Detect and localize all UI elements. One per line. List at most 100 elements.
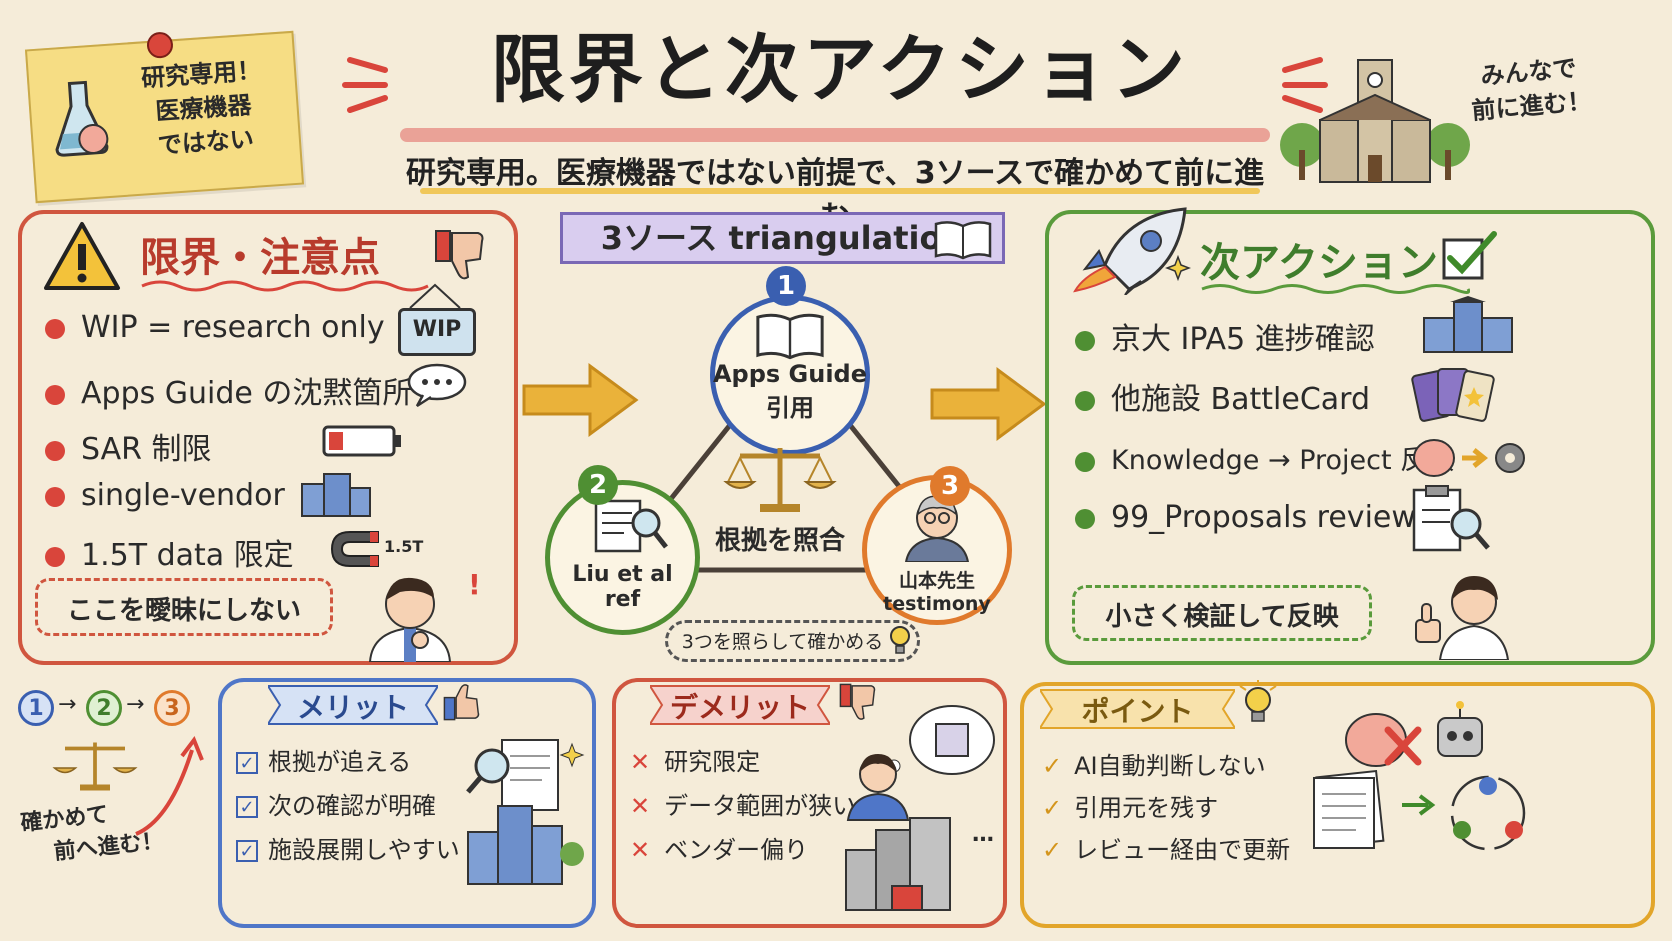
arrow-right-icon bbox=[1402, 794, 1436, 816]
low-battery-icon bbox=[322, 425, 401, 457]
pushpin-icon bbox=[146, 31, 174, 60]
demerit-item: ✕データ範囲が狭い bbox=[630, 786, 856, 821]
source-3-badge: 3 bbox=[930, 466, 970, 506]
merit-item: ✓ 施設展開しやすい bbox=[236, 830, 460, 865]
step-2-badge: 2 bbox=[86, 690, 122, 726]
title-underline bbox=[400, 128, 1270, 142]
document-magnifier-icon bbox=[594, 499, 668, 553]
limits-title: 限界・注意点 bbox=[140, 235, 380, 281]
next-action-item: 他施設 BattleCard bbox=[1075, 374, 1370, 418]
limits-panel bbox=[18, 210, 518, 665]
point-item-label: AI自動判断しない bbox=[1074, 752, 1266, 780]
check-icon: ✓ bbox=[1042, 794, 1063, 822]
research-only-sticky-note: 研究専用！ 医療機器 ではない bbox=[24, 30, 305, 204]
merit-panel bbox=[218, 678, 596, 928]
limit-item-label: 1.5T data 限定 bbox=[81, 538, 294, 573]
source-3-line-2: testimony bbox=[883, 593, 991, 615]
limit-item: WIP = research only bbox=[45, 310, 385, 345]
demerit-item-label: ベンダー偏り bbox=[664, 836, 809, 864]
open-book-icon bbox=[934, 221, 992, 260]
lightbulb-icon bbox=[1239, 680, 1277, 722]
check-icon: ✓ bbox=[1042, 836, 1063, 864]
worried-person-buildings-icon bbox=[845, 705, 995, 911]
magnet-icon bbox=[330, 531, 379, 567]
step-arrow-icon: → bbox=[126, 692, 145, 717]
merit-item-label: 根拠が追える bbox=[268, 748, 412, 776]
demerit-banner bbox=[650, 685, 830, 725]
battle-cards-icon bbox=[1411, 368, 1495, 422]
point-panel bbox=[1020, 682, 1655, 928]
university-building-icon bbox=[1280, 59, 1470, 183]
merit-item: ✓ 根拠が追える bbox=[236, 742, 411, 777]
thumbs-down-icon bbox=[435, 230, 484, 280]
merit-item-label: 施設展開しやすい bbox=[268, 836, 460, 864]
check-icon: ✓ bbox=[236, 840, 258, 862]
cross-icon: ✕ bbox=[630, 748, 651, 776]
subtitle-underline bbox=[420, 188, 1260, 194]
sparkle-icon bbox=[1165, 255, 1191, 281]
rocket-icon bbox=[1073, 207, 1187, 295]
thumbs-down-icon bbox=[839, 683, 876, 720]
point-item: ✓レビュー経由で更新 bbox=[1042, 830, 1290, 865]
merit-item: ✓ 次の確認が明確 bbox=[236, 786, 436, 821]
merit-item-label: 次の確認が明確 bbox=[268, 792, 436, 820]
steps-row: 1 → 2 → 3 bbox=[18, 690, 218, 730]
limit-item: SAR 制限 bbox=[45, 424, 212, 468]
magnet-label: 1.5T bbox=[384, 537, 424, 556]
source-2-label: Liu et al ref bbox=[545, 562, 700, 612]
next-action-label: 他施設 BattleCard bbox=[1111, 382, 1370, 417]
check-icon: ✓ bbox=[236, 796, 258, 818]
brain-to-gear-icon bbox=[1413, 439, 1525, 477]
next-actions-title: 次アクション bbox=[1200, 240, 1438, 286]
source-1-line-1: Apps Guide bbox=[712, 360, 868, 388]
limits-footer-box bbox=[35, 578, 333, 636]
triangulation-ribbon: 3ソース triangulation bbox=[560, 212, 1005, 264]
steps-caption: 確かめて 前へ進む！ bbox=[19, 792, 185, 872]
next-action-label: Knowledge → Project 反映 bbox=[1111, 445, 1455, 476]
merit-title: メリット bbox=[296, 691, 409, 724]
source-3-line-1: 山本先生 bbox=[898, 570, 975, 592]
limits-title-underline bbox=[141, 280, 429, 292]
source-1-badge: 1 bbox=[766, 266, 806, 306]
point-item-label: 引用元を残す bbox=[1074, 794, 1219, 822]
checkbox-checked-icon bbox=[1442, 231, 1497, 280]
check-icon: ✓ bbox=[236, 752, 258, 774]
next-action-item: 99_Proposals review bbox=[1075, 500, 1416, 535]
forward-curve-arrow-icon bbox=[135, 735, 204, 836]
demerit-panel bbox=[612, 678, 1007, 928]
title-sparkle-right-icon bbox=[1282, 57, 1328, 113]
subtitle: 研究専用。医療機器ではない前提で、3ソースで確かめて前に進む bbox=[405, 156, 1265, 235]
point-item: ✓AI自動判断しない bbox=[1042, 746, 1266, 781]
source-1-line-2: 引用 bbox=[766, 394, 814, 422]
triangulation-footer: 3つを照らして確かめる bbox=[681, 631, 884, 653]
next-title-underline bbox=[1201, 284, 1470, 294]
lightbulb-icon bbox=[890, 626, 910, 654]
step-arrow-icon: → bbox=[58, 692, 77, 717]
documents-city-icon bbox=[466, 739, 585, 885]
balance-scale-icon bbox=[723, 448, 837, 512]
page-title: 限界と次アクション bbox=[490, 27, 1190, 113]
speech-bubble-icon bbox=[407, 363, 467, 408]
merit-banner bbox=[268, 685, 438, 725]
limit-item-label: Apps Guide の沈黙箇所 bbox=[81, 376, 413, 411]
limit-item-label: WIP = research only bbox=[81, 310, 385, 345]
demerit-item: ✕ 研究限定 bbox=[630, 742, 760, 777]
step-3-badge: 3 bbox=[154, 690, 190, 726]
limit-item-label: single-vendor bbox=[81, 478, 285, 513]
demerit-title: デメリット bbox=[669, 691, 810, 724]
next-action-label: 京大 IPA5 進捗確認 bbox=[1111, 322, 1375, 357]
limit-item: 1.5T data 限定 bbox=[45, 530, 294, 574]
limits-footer: ここを曖昧にしない bbox=[66, 596, 301, 626]
open-book-icon bbox=[756, 313, 824, 360]
exclamation-icon: ! bbox=[468, 568, 481, 601]
balance-scale-icon bbox=[52, 742, 138, 791]
source-1-label: Apps Guide 引用 bbox=[710, 360, 870, 423]
point-banner bbox=[1040, 689, 1235, 729]
vendor-building-icon bbox=[301, 473, 371, 517]
demerit-item-label: 研究限定 bbox=[664, 748, 761, 776]
together-forward-note: みんなで 前に進む！ bbox=[1437, 47, 1622, 130]
triangulation-center-label: 根拠を照合 bbox=[714, 526, 845, 556]
limit-item-label: SAR 制限 bbox=[81, 432, 212, 467]
demerit-item-label: データ範囲が狭い bbox=[664, 792, 857, 820]
sign-string bbox=[409, 283, 461, 309]
